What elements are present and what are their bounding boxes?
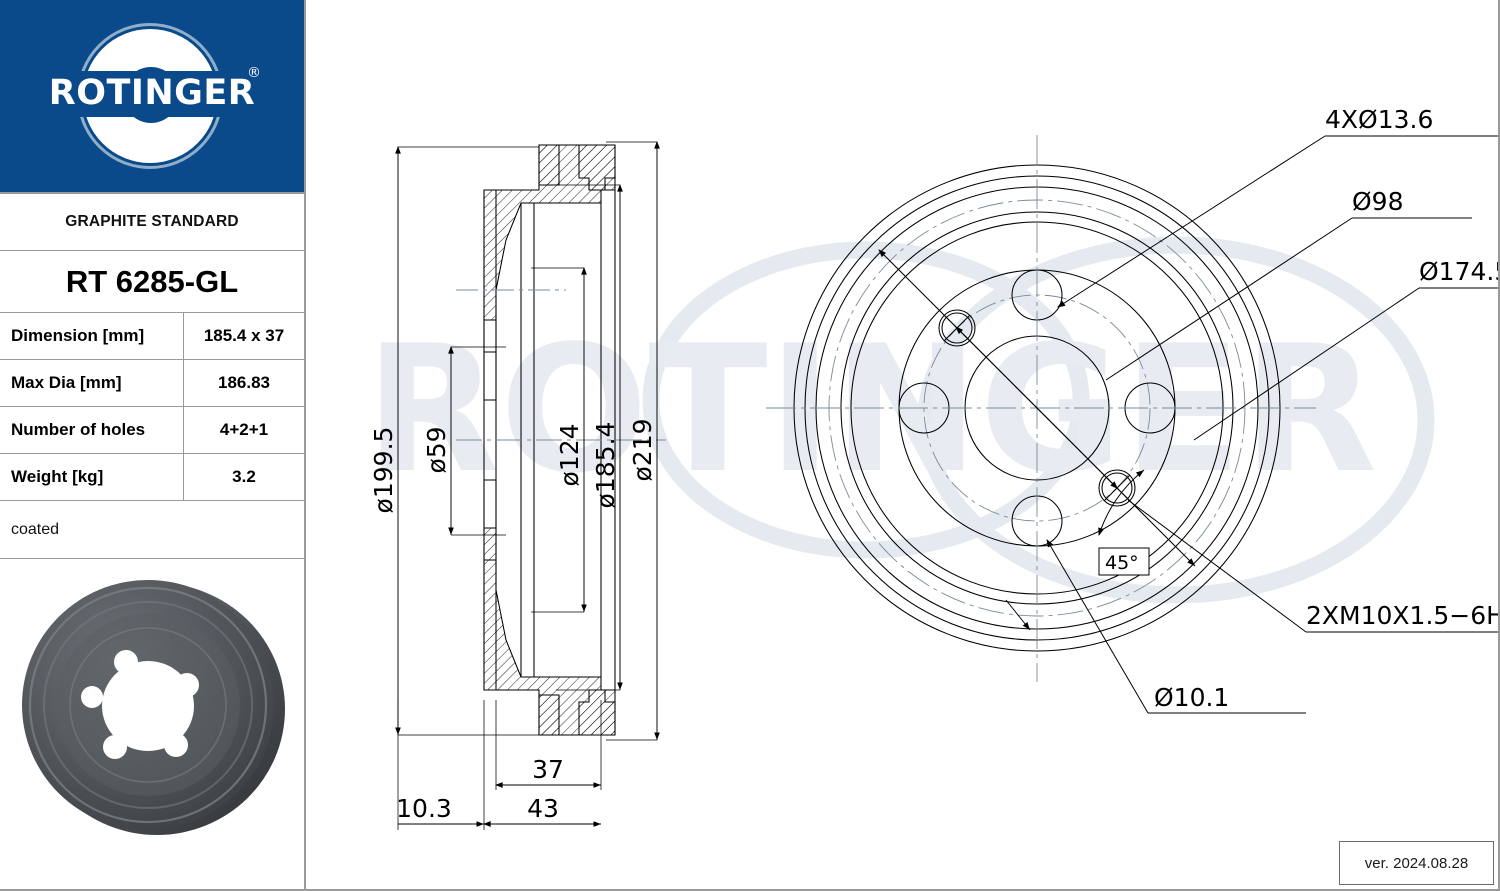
section-wall-top xyxy=(483,144,616,321)
leader-thread xyxy=(1127,499,1307,633)
brake-drum-photo xyxy=(22,580,285,835)
callout-45-deg: 45° xyxy=(1105,552,1139,574)
spec-label-dimension: Dimension [mm] xyxy=(0,313,184,359)
spec-value-number-of-holes: 4+2+1 xyxy=(219,420,269,439)
product-line-label: GRAPHITE STANDARD xyxy=(65,213,239,230)
coating-note-label: coated xyxy=(11,520,60,538)
spec-value-max-dia: 186.83 xyxy=(218,373,270,392)
dimlabel-199-5: ø199.5 xyxy=(369,427,398,514)
dimlabel-10-3: 10.3 xyxy=(396,794,452,823)
dimlabel-59: ø59 xyxy=(422,426,451,473)
dimlabel-124: ø124 xyxy=(555,423,584,486)
logo-wordmark: ROTINGER xyxy=(48,73,256,113)
spec-value-dimension: 185.4 x 37 xyxy=(203,326,285,345)
drum-lip-bottom xyxy=(538,689,616,736)
technical-drawing-area: ROTINGER xyxy=(306,0,1500,889)
angle-arc-45 xyxy=(1098,469,1145,536)
spec-row-max-dia: Max Dia [mm] 186.83 xyxy=(0,360,304,407)
spec-value-weight: 3.2 xyxy=(232,467,256,486)
coating-note-row: coated xyxy=(0,501,304,559)
registered-mark: ® xyxy=(247,65,261,81)
front-view-labels: 4XØ13.6 Ø98 Ø174.5 2XM10X1.5−6H Ø10.1 45… xyxy=(1105,105,1500,712)
spec-label-max-dia: Max Dia [mm] xyxy=(0,360,184,406)
cross-section-view xyxy=(456,144,666,736)
leader-98 xyxy=(1105,217,1353,381)
product-photo-cell xyxy=(0,559,304,859)
dimlabel-43: 43 xyxy=(527,794,559,823)
spec-label-weight: Weight [kg] xyxy=(0,454,184,500)
front-view-leaders xyxy=(878,135,1498,714)
spec-label-number-of-holes: Number of holes xyxy=(0,407,184,453)
product-line-row: GRAPHITE STANDARD xyxy=(0,194,304,251)
spec-row-dimension: Dimension [mm] 185.4 x 37 xyxy=(0,313,304,360)
callout-174-5: Ø174.5 xyxy=(1419,257,1500,286)
logo-band xyxy=(37,71,267,117)
leader-bottom-hole xyxy=(1005,599,1031,631)
section-dimension-labels: ø199.5 ø59 ø124 ø185.4 ø219 37 43 10.3 xyxy=(369,418,657,823)
leader-10-1 xyxy=(1046,539,1149,714)
product-code-label: RT 6285-GL xyxy=(65,263,239,299)
leader-174-5 xyxy=(1193,287,1420,441)
spec-row-number-of-holes: Number of holes 4+2+1 xyxy=(0,407,304,454)
hub-gap-bottom xyxy=(483,527,497,561)
rotinger-logo: ROTINGER ® xyxy=(37,21,267,171)
brand-logo-block: ROTINGER ® xyxy=(0,0,304,194)
spec-row-weight: Weight [kg] 3.2 xyxy=(0,454,304,501)
version-label: ver. 2024.08.28 xyxy=(1364,854,1469,872)
rotinger-watermark: ROTINGER xyxy=(365,236,1435,604)
leader-4x13-6 xyxy=(1057,135,1326,308)
callout-thread: 2XM10X1.5−6H xyxy=(1306,601,1500,630)
dimlabel-37: 37 xyxy=(532,755,564,784)
drawing-canvas: ROTINGER xyxy=(365,105,1500,830)
product-code-row: RT 6285-GL xyxy=(0,251,304,313)
dimlabel-219: ø219 xyxy=(628,418,657,481)
angle-label-box xyxy=(1098,547,1150,576)
version-box: ver. 2024.08.28 xyxy=(1339,841,1494,885)
callout-4x13-6: 4XØ13.6 xyxy=(1325,105,1433,134)
callout-10-1: Ø10.1 xyxy=(1154,683,1229,712)
callout-98: Ø98 xyxy=(1352,187,1404,216)
info-panel: ROTINGER ® GRAPHITE STANDARD RT 6285-GL … xyxy=(0,0,306,889)
dimlabel-185-4: ø185.4 xyxy=(591,422,620,509)
watermark-text: ROTINGER xyxy=(365,309,1377,512)
section-dimensions xyxy=(395,141,660,830)
